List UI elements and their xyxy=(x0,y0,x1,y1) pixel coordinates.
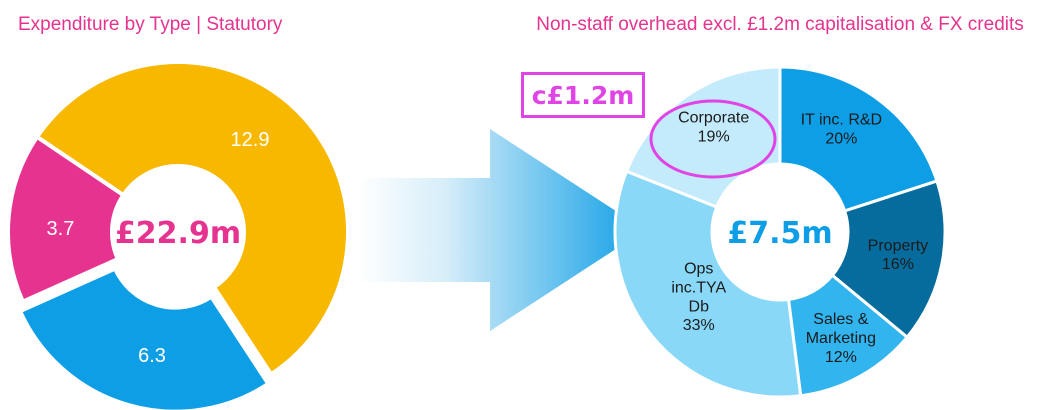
label-line: Sales & xyxy=(813,311,868,328)
right-donut xyxy=(613,65,947,399)
label-line: IT inc. R&D xyxy=(801,112,883,129)
label-line: 20% xyxy=(825,131,857,148)
label-line: 19% xyxy=(698,128,730,145)
label-property: Property 16% xyxy=(868,237,928,273)
label-sales-marketing: Sales & Marketing 12% xyxy=(806,311,876,366)
left-center-total: £22.9m xyxy=(115,216,241,251)
corporate-highlight-ring xyxy=(649,99,777,179)
label-line: 12% xyxy=(825,349,857,366)
label-line: inc.TYA xyxy=(671,279,726,296)
slice-it-inc-r-d xyxy=(778,65,939,213)
left-donut xyxy=(6,60,350,410)
right-donut-labels: IT inc. R&D 20% Property 16% Sales & Marketin… xyxy=(671,110,928,366)
slice-6-3 xyxy=(17,265,272,410)
label-line: Db xyxy=(689,298,710,315)
right-center-total: £7.5m xyxy=(727,216,832,251)
left-donut-labels: 12.9 6.3 3.7 xyxy=(47,129,270,367)
label-line: Corporate xyxy=(678,110,749,127)
label-line: 16% xyxy=(882,256,914,273)
label-line: 33% xyxy=(683,317,715,334)
label-line: Ops xyxy=(684,261,713,278)
label-it-inc-r-d: IT inc. R&D 20% xyxy=(801,112,883,148)
slice-12-9 xyxy=(34,60,350,378)
left-chart-title: Expenditure by Type | Statutory xyxy=(18,14,283,35)
label-3-7: 3.7 xyxy=(47,218,75,240)
right-chart-title: Non-staff overhead excl. £1.2m capitalis… xyxy=(536,14,1024,35)
slice-ops-inc-tya-db xyxy=(613,169,803,399)
capitalisation-callout: c£1.2m xyxy=(521,72,645,118)
label-line: 3.7 xyxy=(47,218,75,240)
label-line: Property xyxy=(868,237,928,254)
label-line: 12.9 xyxy=(231,129,270,151)
label-line: 6.3 xyxy=(138,345,166,367)
slice-3-7 xyxy=(6,134,127,305)
flow-arrow xyxy=(358,129,645,331)
label-6-3: 6.3 xyxy=(138,345,166,367)
label-line: Marketing xyxy=(806,330,876,347)
label-12-9: 12.9 xyxy=(231,129,270,151)
